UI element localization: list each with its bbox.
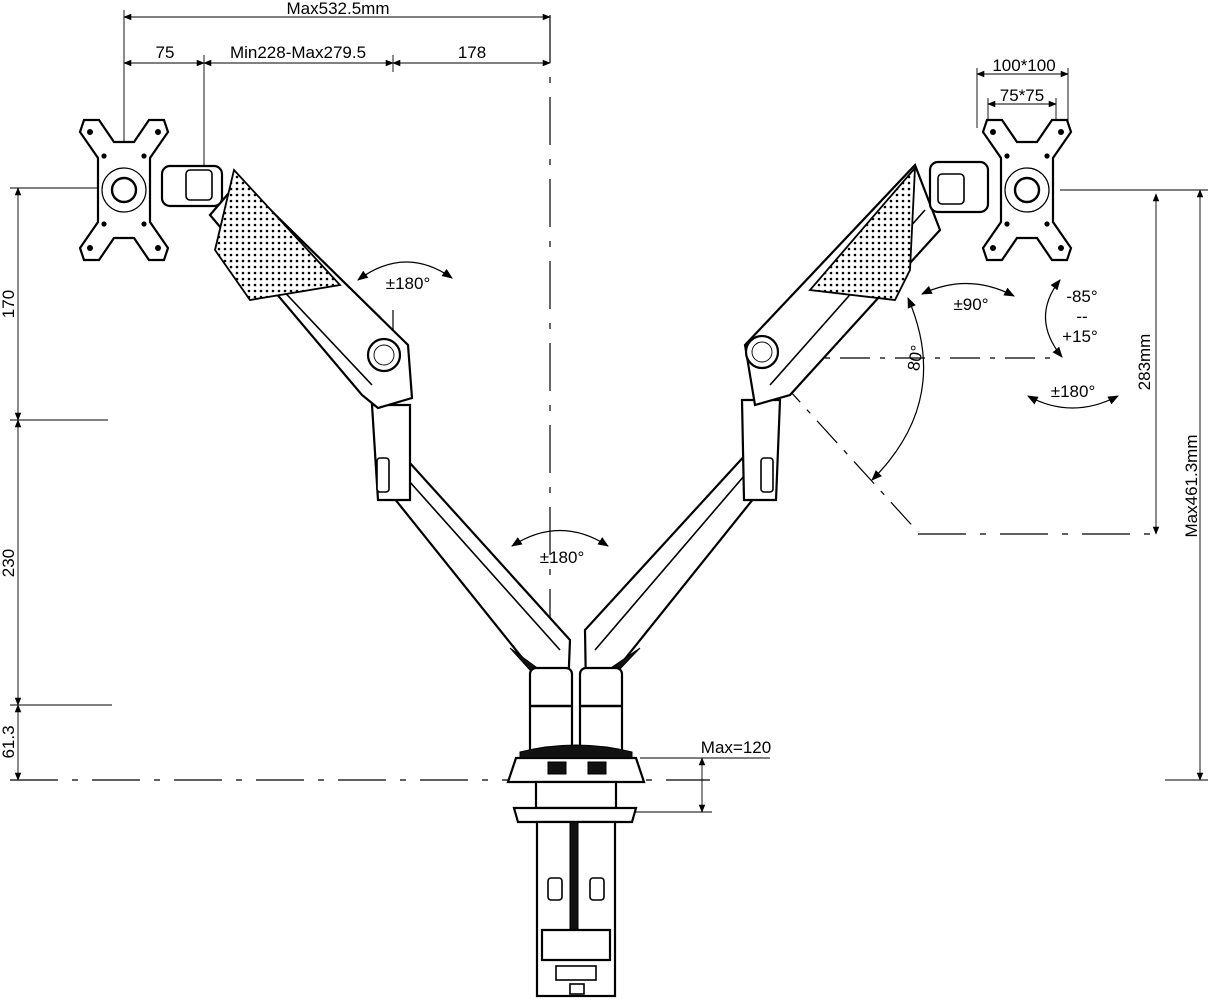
right-height-dimension-lines	[1060, 189, 1208, 781]
pole-and-base	[506, 666, 646, 998]
segment-middle-label: Min228-Max279.5	[230, 43, 366, 62]
angle-arcs	[357, 261, 1119, 547]
height-max-label: Max461.3mm	[1182, 435, 1201, 538]
arm-height-label: 283mm	[1135, 334, 1154, 391]
vesa-large-label: 100*100	[992, 56, 1055, 75]
top-dimension-lines	[123, 10, 551, 180]
left-vesa-plate	[78, 118, 170, 262]
arm-angle-label: 80°	[904, 344, 927, 373]
left-arm	[78, 118, 572, 692]
desk-thickness-dimension	[625, 757, 770, 813]
right-arm	[583, 118, 1073, 692]
height-lower-label: 61.3	[0, 725, 18, 758]
vesa-small-label: 75*75	[1000, 86, 1044, 105]
left-height-dimension-lines	[10, 187, 130, 781]
right-vesa-plate	[981, 118, 1073, 262]
desk-thickness-label: Max=120	[701, 738, 771, 757]
right-head-swivel-label: ±180°	[1051, 382, 1096, 401]
segment-left-label: 75	[156, 43, 175, 62]
right-rotation-label: ±90°	[953, 295, 988, 314]
height-middle-label: 230	[0, 549, 18, 577]
center-base-swivel-label: ±180°	[540, 548, 585, 567]
tilt-separator-label: --	[1076, 307, 1087, 326]
left-head-swivel-label: ±180°	[386, 274, 431, 293]
tilt-up-label: -85°	[1066, 287, 1097, 306]
total-reach-label: Max532.5mm	[287, 0, 390, 18]
height-upper-label: 170	[0, 290, 18, 318]
segment-right-label: 178	[458, 43, 486, 62]
tilt-down-label: +15°	[1062, 327, 1098, 346]
